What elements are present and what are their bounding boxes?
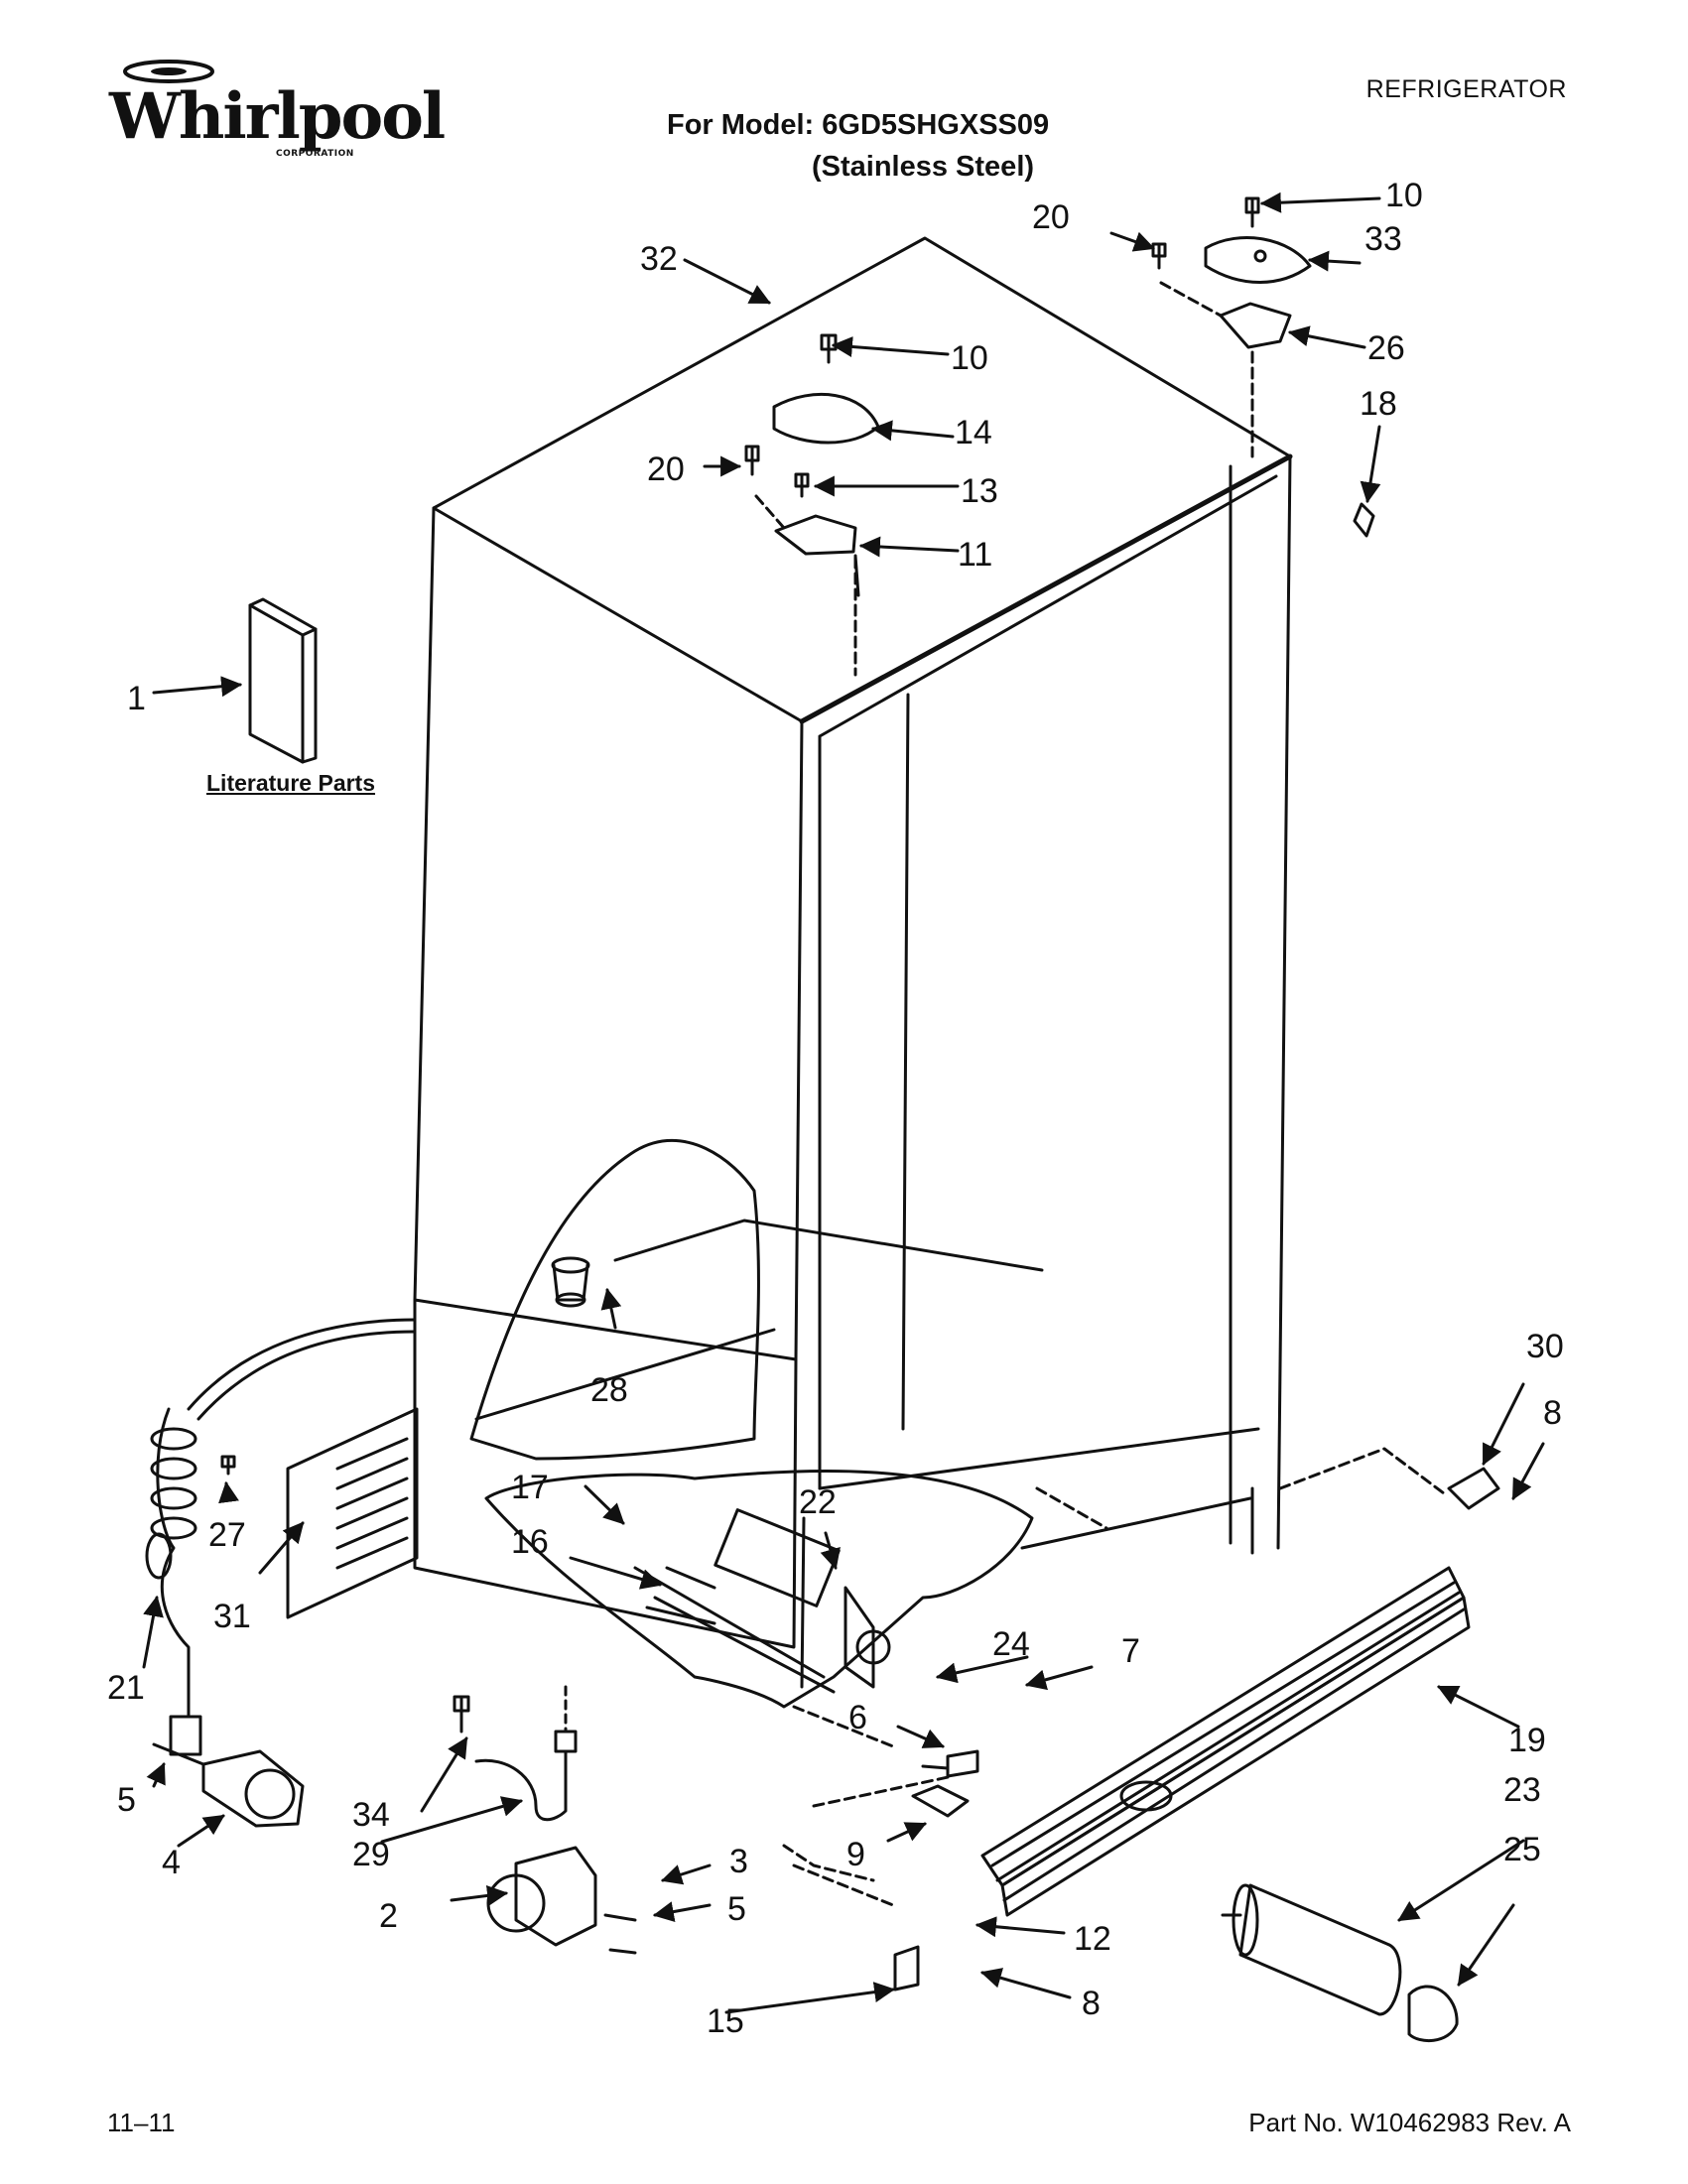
callout-numbers: 1 32 10 14 13 11 20 20 10 33 26 18 30 8 … [107,177,1564,2040]
footer-date: 11–11 [107,2108,176,2137]
callout-16: 16 [511,1523,549,1561]
callout-32: 32 [640,240,678,278]
logo-wordmark: Whirlpool [109,79,446,154]
power-cord [145,1318,417,1756]
product-category: REFRIGERATOR [1365,75,1567,103]
callout-18: 18 [1360,385,1397,423]
callout-24: 24 [992,1625,1030,1663]
callout-17: 17 [511,1469,549,1506]
cutaway-drain [469,1138,1044,1461]
callout-33: 33 [1364,220,1402,258]
callout-2: 2 [379,1897,398,1935]
callout-28: 28 [590,1371,628,1409]
top-hinge-left [744,333,880,677]
callout-25: 25 [1503,1831,1541,1868]
toe-grille [980,1566,1471,1917]
callout-4: 4 [162,1844,181,1881]
callout-21: 21 [107,1669,145,1707]
lower-hinge [782,1447,1500,1991]
rear-grille [286,1407,419,1619]
callout-27: 27 [208,1516,246,1554]
callout-13: 13 [961,472,998,510]
callout-leaders [142,192,1545,2014]
callout-20-right: 20 [1032,198,1070,236]
callout-30: 30 [1526,1328,1564,1365]
water-line [453,1685,578,1822]
whirlpool-logo: Whirlpool CORPORATION [109,52,446,161]
model-finish: (Stainless Steel) [812,151,1035,183]
footer-part-number: Part No. W10462983 Rev. A [1248,2108,1571,2137]
callout-14: 14 [955,414,992,451]
water-filter [1221,1883,1459,2043]
top-hinge-right [1151,196,1375,538]
callout-22: 22 [799,1483,837,1521]
callout-12: 12 [1074,1920,1111,1958]
callout-11: 11 [958,536,992,574]
model-number: For Model: 6GD5SHGXSS09 [667,109,1050,141]
callout-29: 29 [352,1836,390,1873]
callout-15: 15 [707,2002,744,2040]
rear-roller [486,1846,637,1955]
callout-23: 23 [1503,1771,1541,1809]
callout-5-right: 5 [727,1890,746,1928]
callout-10-left: 10 [951,339,988,377]
callout-3: 3 [729,1843,748,1880]
cutaway-lower [484,1469,1034,1709]
callout-8-bottom: 8 [1082,1985,1101,2022]
callout-7: 7 [1121,1632,1140,1670]
callout-10-right: 10 [1385,177,1423,214]
callout-8-right: 8 [1543,1394,1562,1432]
cabinet [413,236,1293,1689]
callout-31: 31 [213,1598,251,1635]
literature-parts-label: Literature Parts [206,770,376,796]
callout-34: 34 [352,1796,390,1834]
logo-corporation: CORPORATION [276,149,354,159]
literature-book [248,597,318,764]
callout-9: 9 [846,1836,865,1873]
callout-1: 1 [127,680,146,717]
callout-5-left: 5 [117,1781,136,1819]
callout-26: 26 [1367,329,1405,367]
screw-27 [220,1455,236,1476]
front-leveler [152,1742,305,1828]
callout-19: 19 [1508,1722,1546,1759]
logo-swoosh [123,60,214,83]
callout-6: 6 [848,1699,867,1736]
callout-20-left: 20 [647,450,685,488]
